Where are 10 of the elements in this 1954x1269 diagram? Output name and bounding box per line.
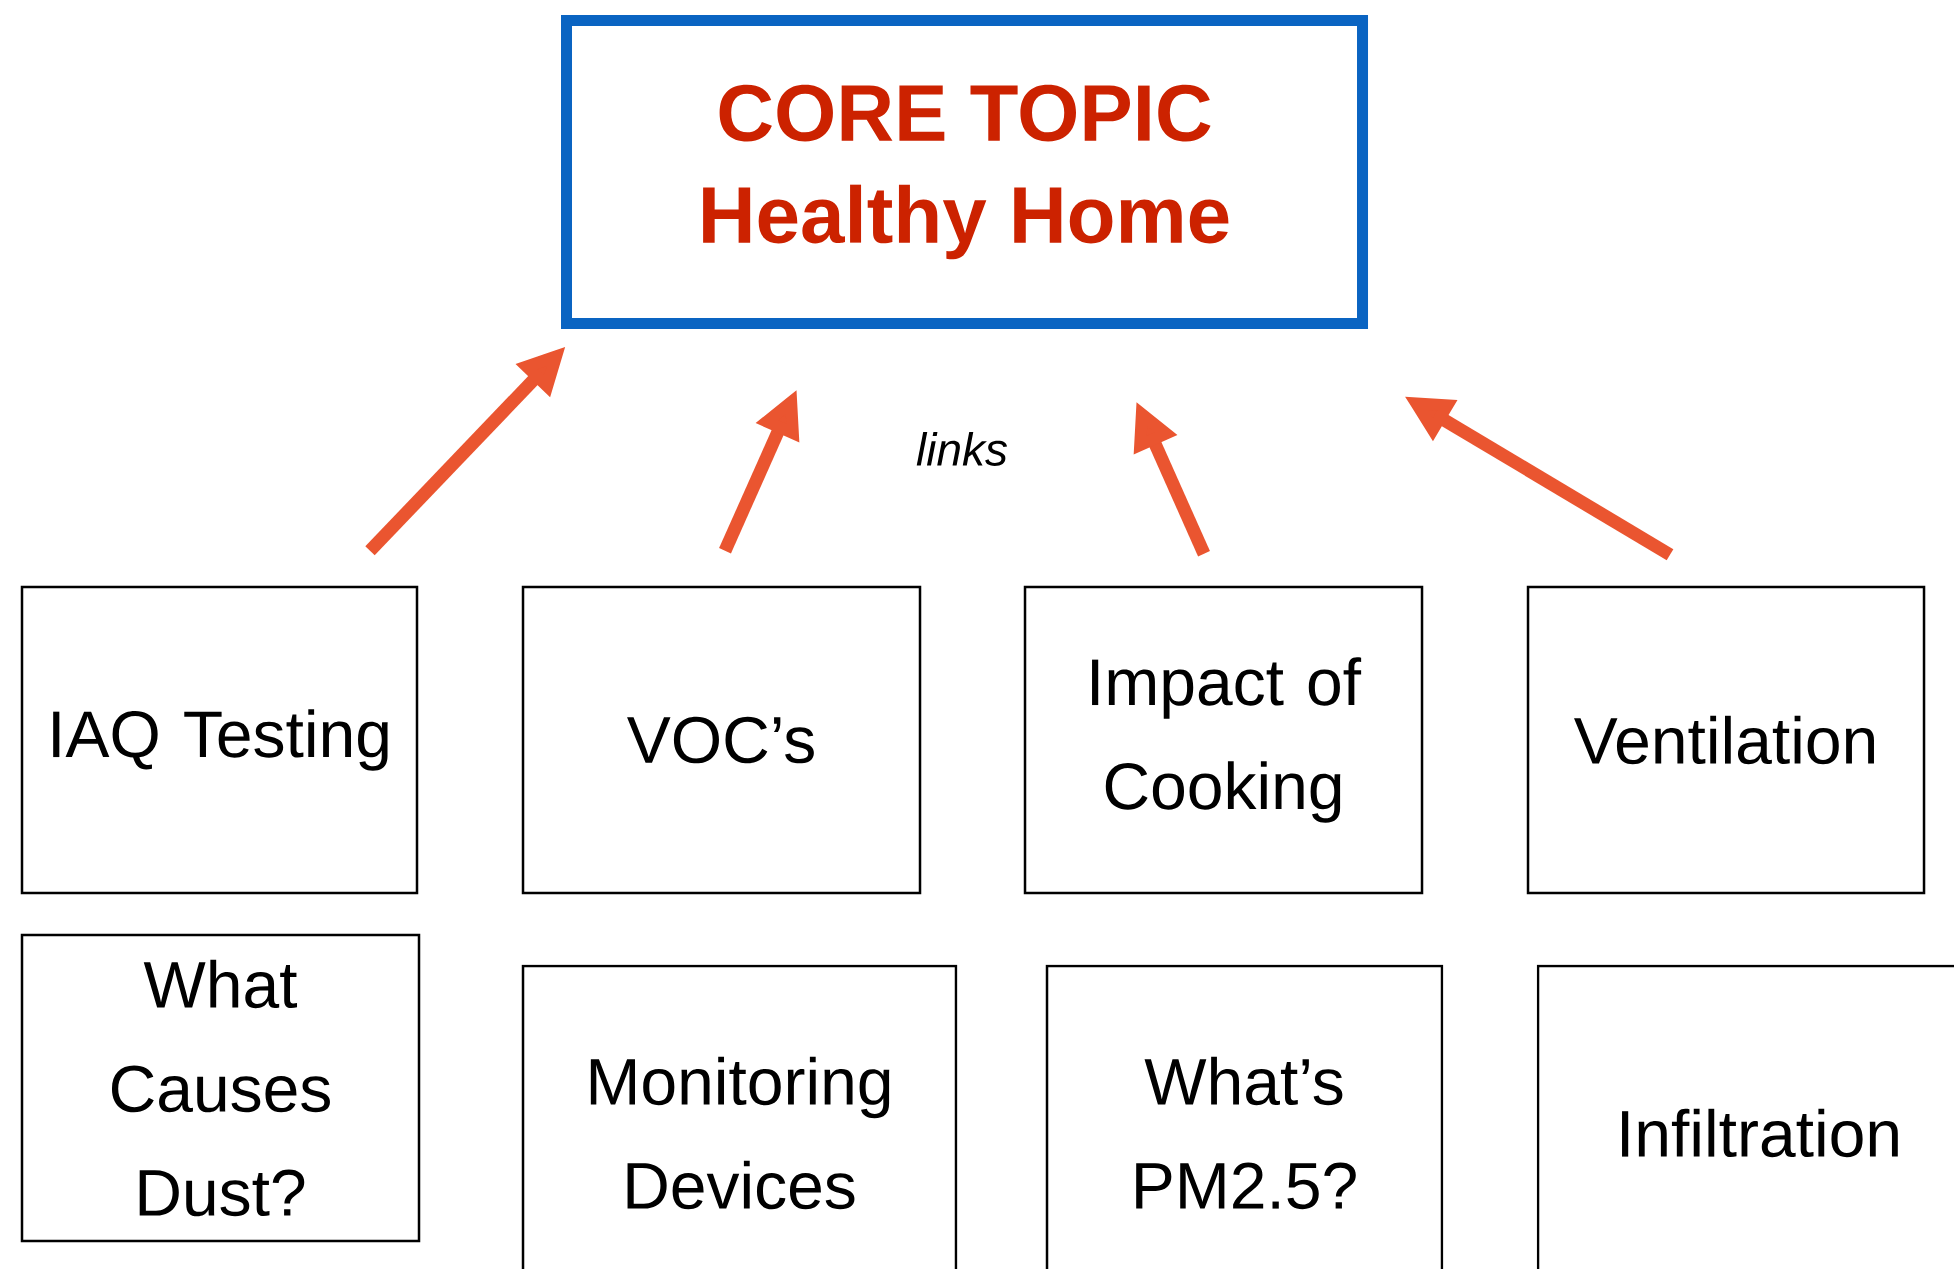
topic-box: Impact of Cooking <box>1023 585 1424 895</box>
topic-box: VOC’s <box>521 585 922 895</box>
topic-box: What’s PM2.5? <box>1045 964 1444 1269</box>
note-text: links <box>916 432 1008 466</box>
topic-box: What Causes Dust? <box>20 933 421 1243</box>
topic-box: Infiltration <box>1536 964 1954 1269</box>
topic-box: Ventilation <box>1526 585 1926 895</box>
topic-box: IAQ Testing <box>20 585 419 895</box>
topic-box: Monitoring Devices <box>521 964 958 1269</box>
core-topic-box: CORE TOPIC Healthy Home <box>561 15 1368 329</box>
